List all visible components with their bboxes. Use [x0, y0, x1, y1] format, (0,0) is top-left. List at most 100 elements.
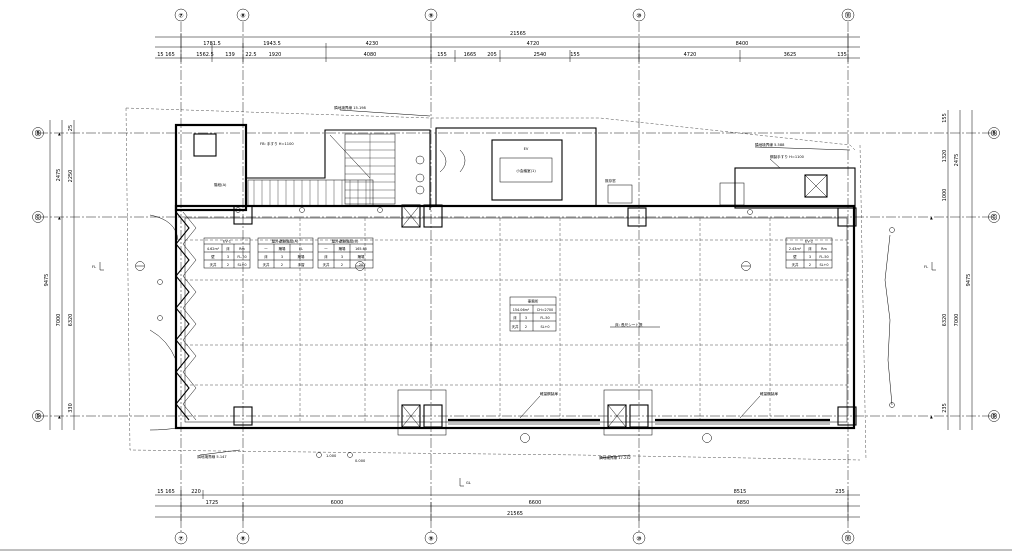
elevator-label: EV	[524, 147, 529, 151]
grid-label-top-1: ⑦	[178, 13, 183, 20]
right-fl-mark: FL	[924, 265, 928, 269]
svg-text:床: 床	[264, 254, 268, 259]
svg-text:2: 2	[227, 263, 229, 267]
svg-text:20: 20	[359, 263, 363, 267]
svg-text:3: 3	[809, 255, 811, 259]
svg-text:2250: 2250	[68, 170, 74, 183]
svg-text:踊場: 踊場	[279, 246, 286, 251]
top-dim-2: 1943.5	[263, 41, 281, 47]
svg-text:4080: 4080	[364, 52, 377, 58]
svg-text:天井: 天井	[792, 262, 799, 267]
svg-text:220: 220	[191, 489, 201, 495]
top-dim-overall: 21565	[510, 31, 526, 37]
grid-label-right-1: Ⓑ	[991, 130, 997, 138]
shutter-right-note: 軽量鋼製扉	[760, 391, 778, 396]
svg-text:▲: ▲	[58, 415, 61, 419]
svg-text:2.43m²: 2.43m²	[789, 247, 802, 251]
svg-text:3: 3	[281, 255, 283, 259]
svg-text:手摺: 手摺	[298, 262, 305, 267]
svg-text:床: 床	[808, 246, 812, 251]
top-dim-5: 8400	[736, 41, 749, 47]
building-outline	[125, 107, 867, 461]
svg-text:1320: 1320	[942, 150, 948, 163]
level-a: 1.000	[326, 454, 337, 458]
grid-label-bottom-4: ⑩	[636, 536, 641, 543]
svg-text:屋外避難階段(B): 屋外避難階段(B)	[332, 239, 359, 244]
svg-text:SL+0: SL+0	[237, 263, 246, 267]
svg-text:床: 床	[513, 315, 517, 320]
interior-dashed	[185, 218, 847, 422]
grid-label-right-2: Ⓒ	[991, 214, 997, 222]
finish-table-4: 事務所 154.06m² CH=2700 床 3 FL-50 天井 2 SL+0	[509, 296, 557, 332]
grid-label-top-2: ⑧	[240, 13, 245, 20]
grid-label-bottom-5: ⑪	[845, 535, 851, 543]
grid-label-bottom-3: ⑨	[428, 536, 433, 543]
grid-label-left-2: Ⓒ	[35, 214, 41, 222]
svg-text:330: 330	[68, 403, 74, 413]
grid-label-bottom-2: ⑧	[240, 536, 245, 543]
svg-text:1920: 1920	[269, 52, 282, 58]
svg-text:EV-2: EV-2	[805, 240, 813, 244]
svg-text:一: 一	[324, 247, 328, 251]
zigzag-stair	[149, 211, 197, 431]
side-dimensions: 9475 2475 7000 25 2250 6320 330 9475 247…	[44, 110, 973, 430]
shutter-left-note: 軽量鋼製扉	[540, 391, 558, 396]
svg-text:Rm: Rm	[239, 247, 245, 251]
svg-text:235: 235	[942, 403, 948, 413]
svg-text:壁: 壁	[793, 254, 797, 259]
lower-openings: 軽量鋼製扉 軽量鋼製扉	[397, 389, 830, 436]
stair-note: 階段(A)	[214, 182, 227, 187]
svg-text:3625: 3625	[784, 52, 797, 58]
right-boundary-note: 隣地境界線 5.588	[755, 142, 785, 147]
bottom-boundary-right: 隣地境界線 17.232	[599, 455, 631, 460]
svg-text:9475: 9475	[44, 274, 50, 287]
svg-text:22.5: 22.5	[245, 52, 256, 58]
svg-text:3: 3	[227, 255, 229, 259]
main-floor-note: 床: 長尺シート張	[615, 322, 643, 327]
grid-label-bottom-1: ⑦	[178, 536, 183, 543]
svg-text:3: 3	[525, 316, 527, 320]
bottom-boundary-left: 隣地境界線 5.147	[197, 454, 226, 459]
elevator-area: 小会議室(1) EV	[415, 147, 745, 206]
svg-text:SL+0: SL+0	[819, 263, 828, 267]
finish-table-2: 屋外避難階段(A) 一 踊場 EL 床 3 踊場 天井 2 手摺	[257, 237, 314, 269]
svg-text:2: 2	[341, 263, 343, 267]
svg-text:155: 155	[570, 52, 580, 58]
svg-text:2475: 2475	[56, 169, 62, 182]
svg-text:踊場: 踊場	[358, 254, 365, 259]
svg-text:踊場: 踊場	[298, 254, 305, 259]
svg-text:CH=2700: CH=2700	[537, 308, 553, 312]
svg-text:6000: 6000	[331, 500, 344, 506]
svg-text:一: 一	[264, 247, 268, 251]
grid-label-top-3: ⑨	[428, 13, 433, 20]
svg-text:2: 2	[281, 263, 283, 267]
level-b: 0.000	[355, 459, 366, 463]
svg-text:FL-50: FL-50	[540, 316, 549, 320]
svg-text:SL+0: SL+0	[540, 325, 549, 329]
svg-text:6320: 6320	[68, 314, 74, 327]
finish-table-3: 屋外避難階段(B) 一 踊場 165.65 床 3 踊場 天井 2 20	[317, 237, 374, 269]
svg-text:▲: ▲	[58, 132, 61, 136]
svg-text:155: 155	[437, 52, 447, 58]
svg-text:235: 235	[835, 489, 845, 495]
svg-text:1725: 1725	[206, 500, 219, 506]
svg-text:2: 2	[809, 263, 811, 267]
bottom-dimensions: 15 165 220 8515 235 1725 6000 6600 6850 …	[155, 489, 860, 521]
grid-bubbles-bottom: ⑦ ⑧ ⑨ ⑩ ⑪	[174, 531, 855, 545]
svg-text:1000: 1000	[942, 189, 948, 202]
floor-symbols	[99, 207, 936, 487]
rail-right-note: 鋼製手すり H=1100	[770, 154, 805, 159]
svg-text:▲: ▲	[58, 216, 61, 220]
grid-label-left-1: Ⓑ	[35, 130, 41, 138]
finish-table-5: EV-2 2.43m² 床 Rm 壁 3 FL-50 天井 2 SL+0	[785, 237, 833, 269]
svg-text:事務所: 事務所	[528, 299, 539, 304]
top-dim-1: 1781.5	[203, 41, 221, 47]
svg-text:2540: 2540	[534, 52, 547, 58]
svg-text:154.06m²: 154.06m²	[513, 308, 530, 312]
svg-text:EL: EL	[299, 247, 303, 251]
gl-mark: GL	[466, 481, 471, 485]
svg-text:EV-1: EV-1	[223, 240, 231, 244]
svg-text:2475: 2475	[954, 154, 960, 167]
top-boundary-note: 隣地境界線 15.198	[334, 105, 366, 110]
svg-text:4.62m²: 4.62m²	[207, 247, 220, 251]
